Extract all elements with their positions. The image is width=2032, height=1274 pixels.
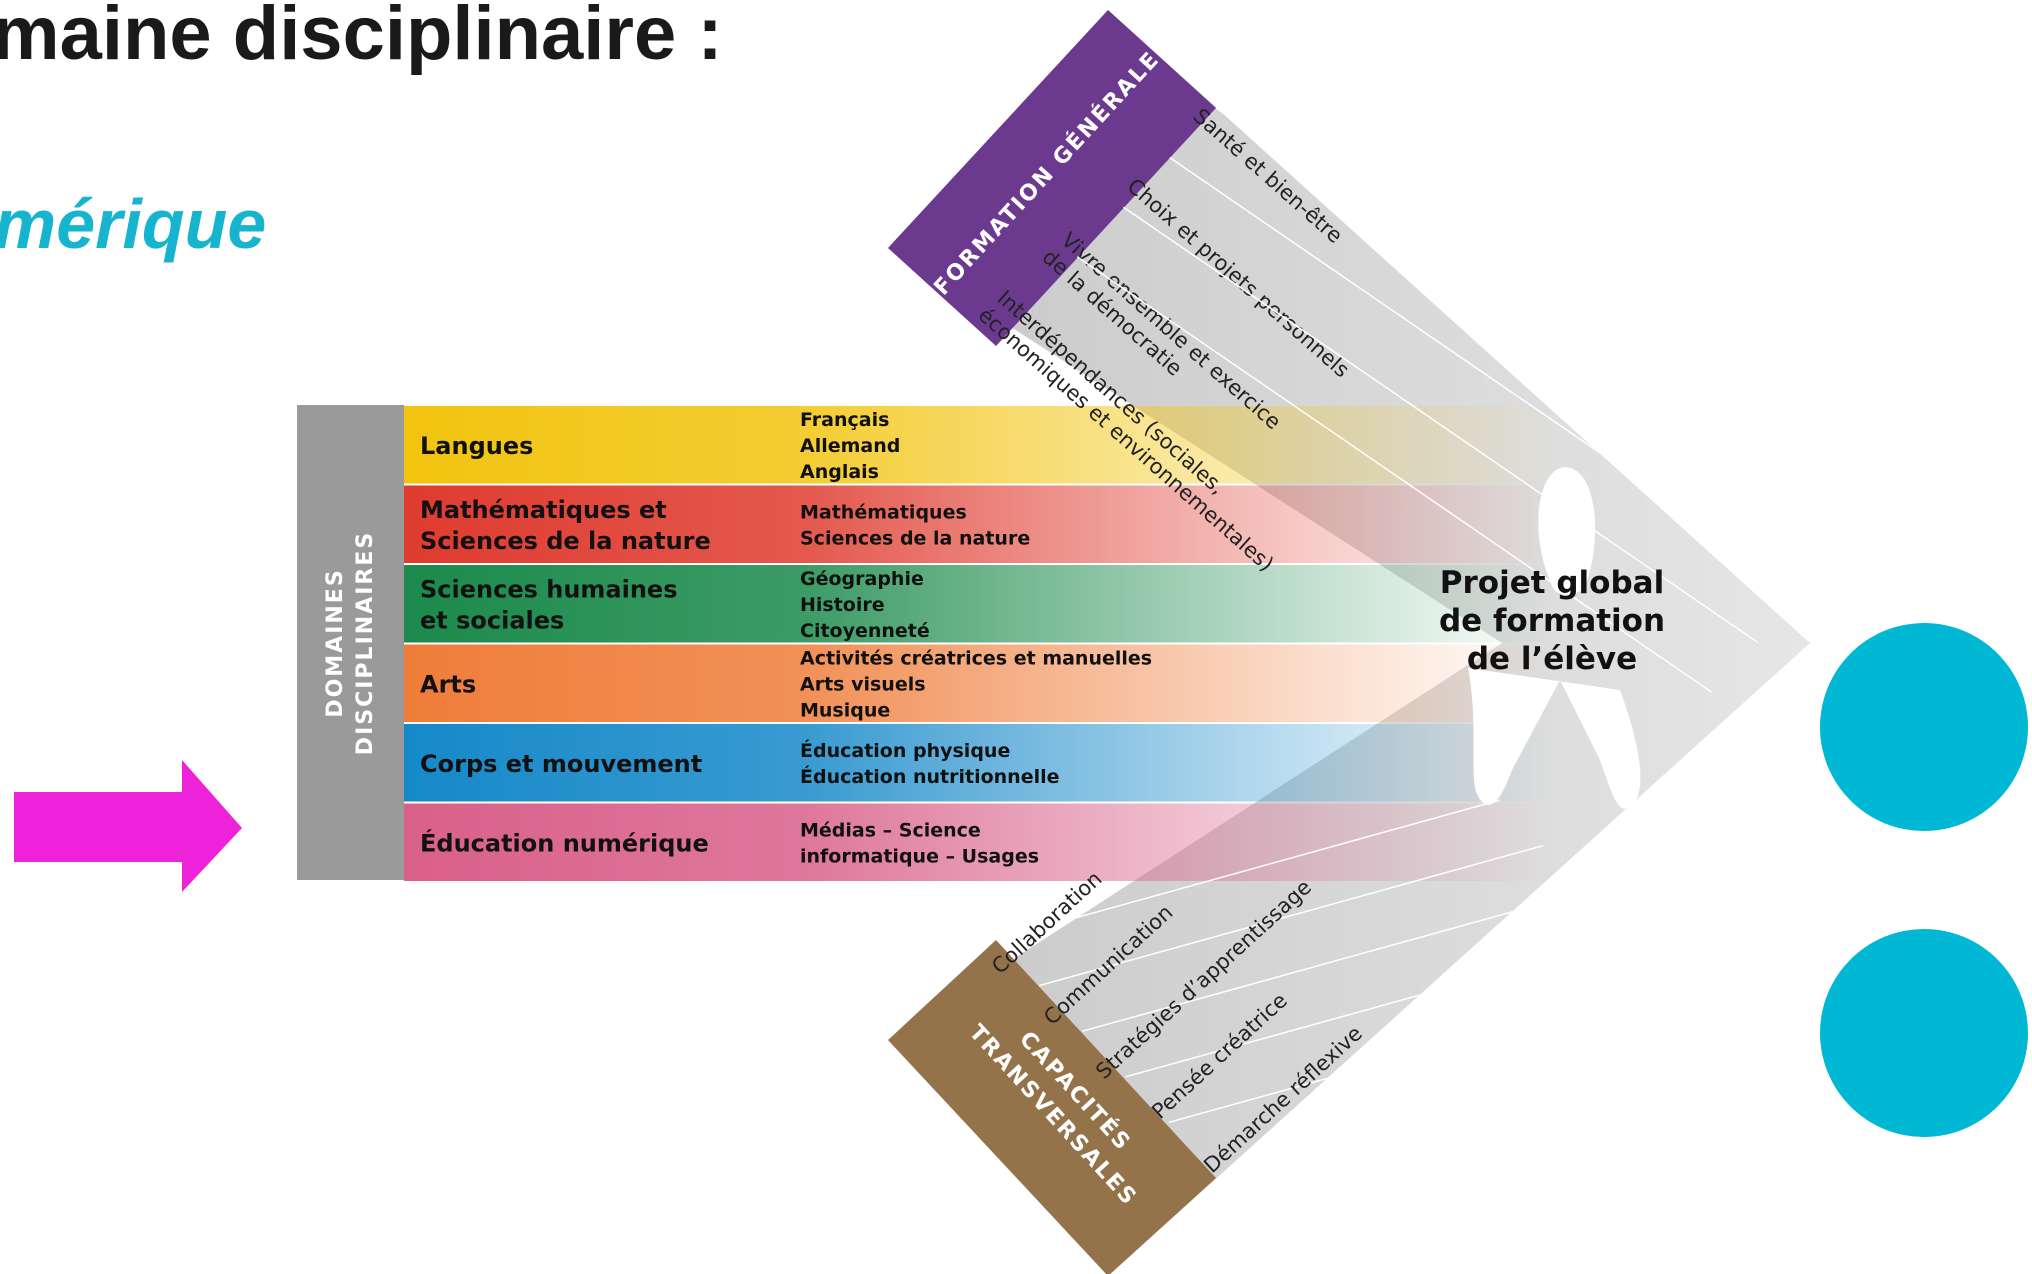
subject-label: Éducation physique xyxy=(800,739,1010,762)
student-figure-icon xyxy=(1468,467,1641,809)
subject-label: Arts visuels xyxy=(800,673,926,695)
divider-line xyxy=(1123,206,1758,643)
page-subtitle: mérique xyxy=(0,185,267,263)
subject-label: Français xyxy=(800,409,889,431)
subject-label: informatique – Usages xyxy=(800,845,1039,867)
divider-line xyxy=(995,799,1501,941)
divider-line xyxy=(1169,157,1805,594)
domain-name: Corps et mouvement xyxy=(420,750,702,778)
subject-label: Éducation nutritionnelle xyxy=(800,765,1060,788)
domain-bar xyxy=(404,724,1554,802)
sidebar-label-line1: DOMAINES xyxy=(323,568,348,717)
subject-label: Activités créatrices et manuelles xyxy=(800,647,1152,669)
nav-dot-2[interactable] xyxy=(1820,929,2028,1137)
subject-label: Anglais xyxy=(800,461,879,483)
domain-bar xyxy=(404,803,1554,881)
domain-bar xyxy=(404,485,1554,563)
domain-name: Arts xyxy=(420,670,476,698)
formation-generale-header xyxy=(888,10,1216,346)
subject-label: Sciences de la nature xyxy=(800,527,1030,549)
domain-bar xyxy=(404,644,1554,722)
domain-bars: LanguesFrançaisAllemandAnglaisMathématiq… xyxy=(404,406,1554,881)
sidebar-label-line2: DISCIPLINAIRES xyxy=(353,531,378,755)
sidebar-panel xyxy=(297,405,404,880)
divider-line xyxy=(1082,890,1587,1032)
subject-label: Mathématiques xyxy=(800,501,967,523)
chevron-background xyxy=(888,10,1810,1274)
subject-label: Citoyenneté xyxy=(800,620,930,642)
page-title: maine disciplinaire : xyxy=(0,0,723,76)
subject-label: Allemand xyxy=(800,435,900,457)
center-label-line2: de formation xyxy=(1439,603,1665,639)
domain-name: Mathématiques et xyxy=(420,496,667,524)
subject-label: Géographie xyxy=(800,568,924,590)
pointer-arrow-icon xyxy=(14,760,242,892)
domain-bar xyxy=(404,406,1554,484)
nav-dot-1[interactable] xyxy=(1820,623,2028,831)
domain-row: Éducation numérique Médias – Science infor… xyxy=(404,803,1554,881)
domain-name: Sciences de la nature xyxy=(420,527,711,555)
subject-label: Musique xyxy=(800,699,890,721)
divider-line xyxy=(1038,844,1544,987)
subject-label: Médias – Science xyxy=(800,819,981,841)
domain-name: Sciences humaines xyxy=(420,575,678,603)
domain-row: Mathématiques et Sciences de la nature Mat… xyxy=(404,485,1554,563)
divider-line xyxy=(1215,107,1851,544)
center-label: Projet global de formation de l’élève xyxy=(1439,565,1665,677)
divider-line xyxy=(1076,256,1712,693)
domain-bar xyxy=(404,565,1554,643)
domain-name: Langues xyxy=(420,432,533,460)
domain-name: et sociales xyxy=(420,606,564,634)
domain-row: Corps et mouvement Éducation physiqueÉduc… xyxy=(404,724,1554,802)
divider-line xyxy=(1168,981,1674,1124)
capacites-header xyxy=(888,940,1216,1274)
chevron-shape xyxy=(888,10,1810,1274)
domain-name: Éducation numérique xyxy=(420,828,709,857)
domain-row: Arts Activités créatrices et manuellesArt… xyxy=(404,644,1554,722)
center-label-line3: de l’élève xyxy=(1467,641,1637,677)
domain-row: Sciences humaines et sociales GéographieHi… xyxy=(404,565,1554,643)
divider-line xyxy=(1125,936,1630,1078)
subject-label: Histoire xyxy=(800,594,885,616)
center-label-line1: Projet global xyxy=(1440,565,1664,601)
